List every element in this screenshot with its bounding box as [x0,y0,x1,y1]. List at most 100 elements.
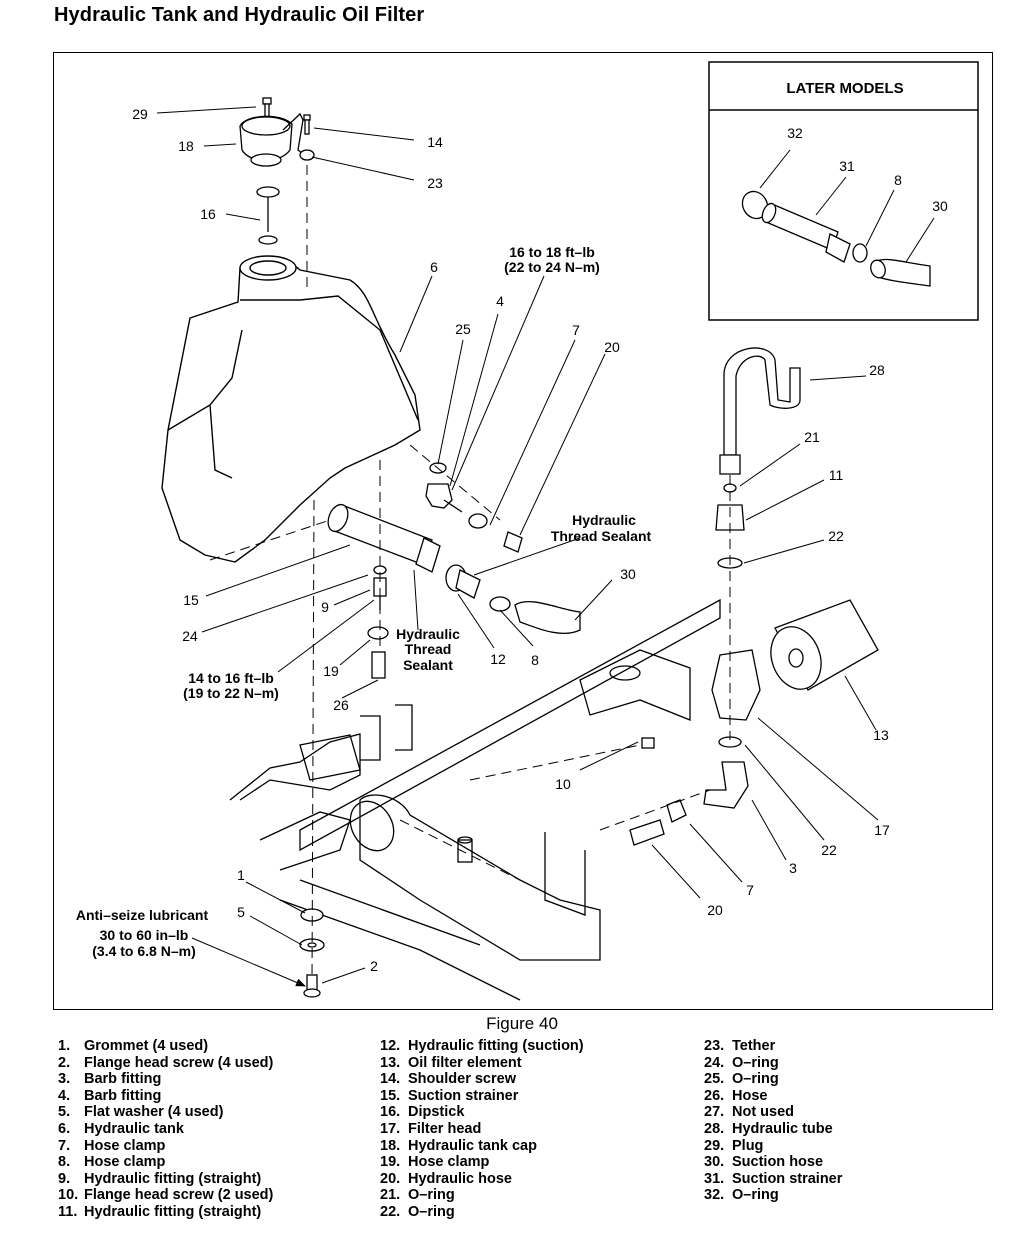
callout-30: 30 [620,566,636,582]
callout-13: 13 [873,727,889,743]
legend-item-number: 9. [58,1170,71,1187]
legend-item-label: Flange head screw (2 used) [84,1187,274,1204]
legend-item: 4. Barb fitting [58,1088,273,1105]
legend-item-label: Dipstick [408,1104,465,1121]
mounting-frame [229,598,721,1001]
legend-item-number: 21. [380,1187,401,1204]
legend-item: 2.Flange head screw (4 used) [58,1055,273,1072]
legend-item-number: 32. [704,1187,725,1204]
callout-14: 14 [427,134,443,150]
legend-item-number: 20. [380,1170,401,1187]
callout-2: 2 [370,958,378,974]
legend-item-label: Plug [732,1137,764,1154]
note-sealant-b-2: Thread [405,641,452,657]
legend-item-label: O–ring [408,1203,455,1220]
legend-item-number: 7. [58,1137,71,1154]
callout-7: 7 [572,322,580,338]
legend-item: 19.Hose clamp [380,1154,584,1171]
later-models-inset: LATER MODELS 32 31 8 30 [708,61,979,321]
legend-item-number: 29. [704,1137,725,1154]
callout-11: 11 [829,467,844,483]
legend-item: 21.O–ring [380,1187,584,1204]
legend-item: 20. Hydraulic hose [380,1171,584,1188]
legend-item-label: Grommet (4 used) [84,1038,209,1054]
legend-item: 3.Barb fitting [58,1071,273,1088]
figure-frame [53,52,993,1010]
legend-item-number: 12. [380,1038,401,1054]
legend-item-number: 26. [704,1087,725,1104]
callout-12: 12 [490,651,506,667]
figure-caption: Figure 40 [486,1014,558,1033]
filter-assembly [629,347,879,846]
legend-item-label: Hose [732,1087,768,1104]
legend-item: 22. O–ring [380,1204,584,1221]
note-sealant-a-2: Thread Sealant [551,528,652,544]
callout-24: 24 [182,628,198,644]
callout-31: 31 [839,158,855,174]
callout-28: 28 [869,362,885,378]
legend-item-number: 27. [704,1104,725,1121]
legend-item-label: Filter head [408,1120,482,1137]
legend-item: 5.Flat washer (4 used) [58,1104,273,1121]
callout-32: 32 [787,125,803,141]
legend-item-label: Hydraulic fitting (straight) [84,1203,262,1220]
legend-item-label: Hydraulic hose [408,1170,512,1187]
page-title: Hydraulic Tank and Hydraulic Oil Filter [54,4,425,26]
callout-labels: 29 18 16 14 23 6 4 25 7 20 28 21 11 22 1… [132,106,890,974]
callout-18: 18 [178,138,194,154]
legend-item-label: Hydraulic fitting (suction) [408,1038,584,1054]
legend-item-number: 17. [380,1120,401,1137]
legend-item: 10. Flange head screw (2 used) [58,1187,273,1204]
callout-19: 19 [323,663,339,679]
callout-29: 29 [132,106,148,122]
callout-15: 15 [183,592,199,608]
callout-5: 5 [237,904,245,920]
legend-item-number: 22. [380,1203,401,1220]
legend-item-number: 1. [58,1038,71,1054]
callout-8: 8 [894,172,902,188]
legend-item-number: 31. [704,1170,725,1187]
callout-10: 10 [555,776,571,792]
note-screw-torque-metric: (3.4 to 6.8 N–m) [92,943,195,959]
legend-item: 13.Oil filter element [380,1055,584,1072]
callout-7: 7 [746,882,754,898]
legend-item-label: Flat washer (4 used) [84,1104,224,1121]
legend-item: 1. Grommet (4 used) [58,1038,273,1055]
note-barb-torque-metric: (22 to 24 N–m) [504,259,600,275]
legend-item: 12. Hydraulic fitting (suction) [380,1038,584,1055]
legend-item: 16.Dipstick [380,1104,584,1121]
legend-item-label: Hose clamp [408,1154,490,1171]
legend-item-label: Shoulder screw [408,1071,516,1088]
suction-strainer-assembly [327,462,581,679]
callout-30: 30 [932,198,948,214]
legend-item-number: 24. [704,1054,725,1071]
legend-item-label: Suction strainer [408,1087,519,1104]
hydraulic-tank [161,255,421,563]
legend-item: 25.O–ring [704,1071,842,1088]
callout-20: 20 [707,902,723,918]
legend-item-number: 25. [704,1071,725,1088]
centerlines [209,165,731,981]
legend-item: 27.Not used [704,1104,842,1121]
callout-3: 3 [789,860,797,876]
legend-item-number: 2. [58,1054,71,1071]
legend-item-label: Barb fitting [84,1087,162,1104]
legend-item-number: 10. [58,1187,79,1204]
legend-item: 14. Shoulder screw [380,1071,584,1088]
note-antiseize: Anti–seize lubricant [76,907,209,923]
legend-item-number: 14. [380,1071,401,1088]
legend-item-label: Hydraulic tank [84,1120,184,1137]
legend-item-number: 4. [58,1087,71,1104]
legend-item-number: 30. [704,1154,725,1171]
callout-22: 22 [821,842,837,858]
note-sealant-b: Hydraulic [396,626,460,642]
legend-item: 17. Filter head [380,1121,584,1138]
legend-item: 8.Hose clamp [58,1154,273,1171]
legend-item-label: Hydraulic tank cap [408,1137,537,1154]
legend-item-number: 23. [704,1038,725,1054]
legend-item-label: Tether [732,1038,776,1054]
callout-21: 21 [804,429,820,445]
legend-item: 29. Plug [704,1138,842,1155]
